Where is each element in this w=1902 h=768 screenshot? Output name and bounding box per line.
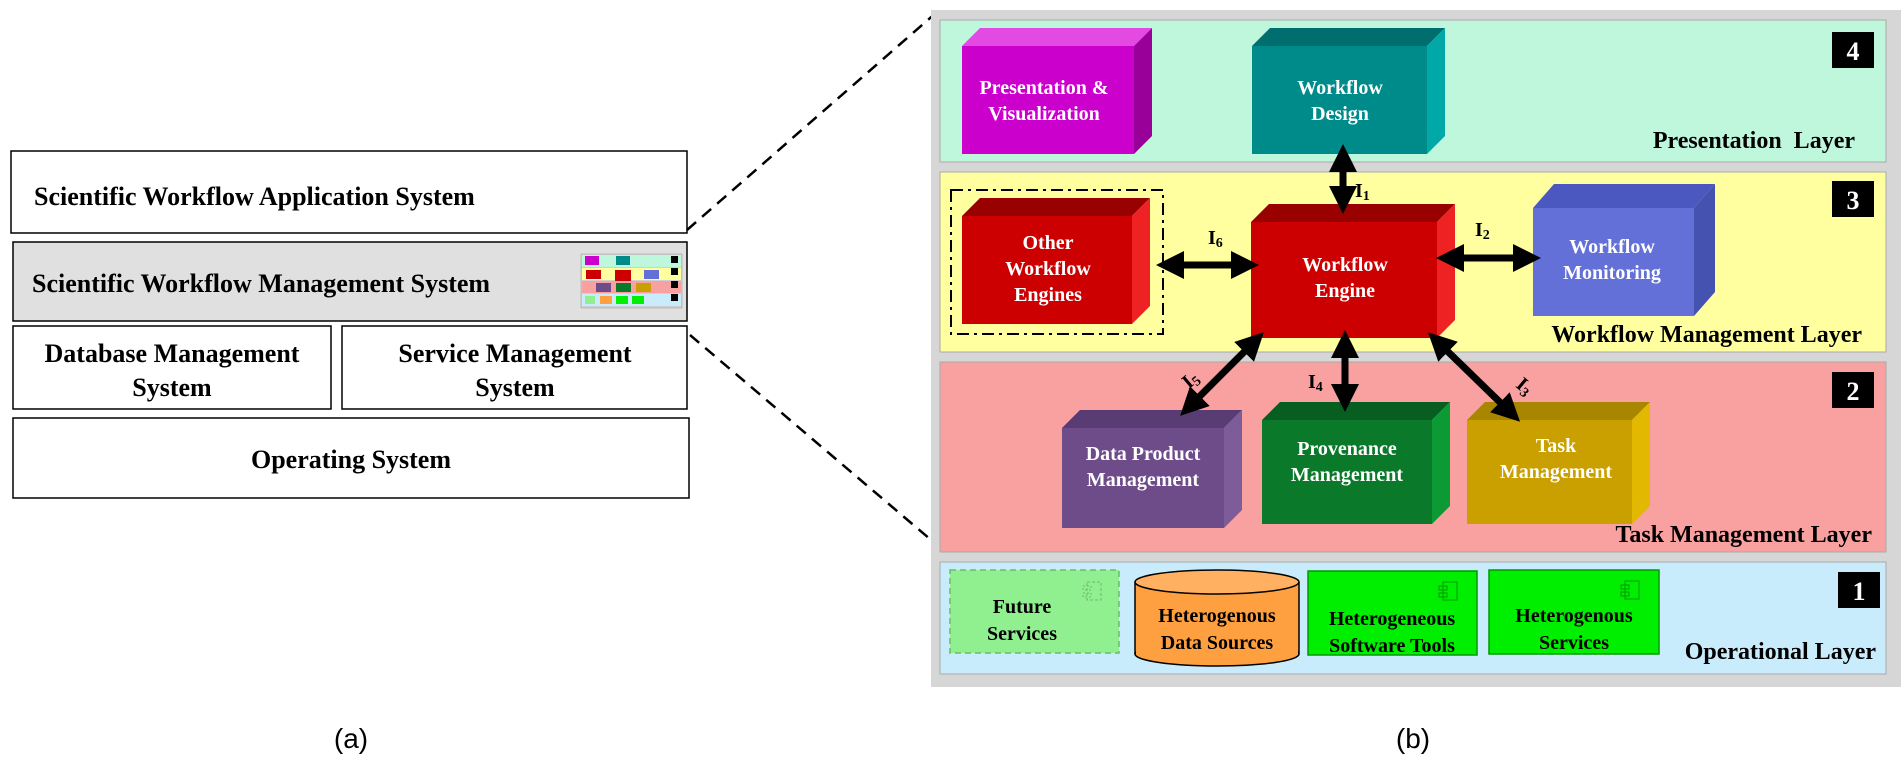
operational-layer-label: Operational Layer <box>1685 639 1877 665</box>
task-management-layer-label: Task Management Layer <box>1616 522 1873 548</box>
svg-text:Software Tools: Software Tools <box>1329 635 1455 657</box>
label-i2: I2 <box>1475 219 1490 243</box>
label-i4: I4 <box>1308 371 1323 395</box>
task-management-block: Task Management <box>1467 402 1650 524</box>
svg-text:Heterogenous: Heterogenous <box>1158 605 1276 627</box>
svg-text:Management: Management <box>1500 461 1613 483</box>
svg-text:Data Sources: Data Sources <box>1161 632 1274 654</box>
svg-text:Heterogenous: Heterogenous <box>1515 605 1633 627</box>
arrow-i3 <box>1427 332 1521 422</box>
caption-a: (a) <box>334 723 368 754</box>
application-system-label: Scientific Workflow Application System <box>34 182 475 211</box>
svg-text:Monitoring: Monitoring <box>1563 262 1661 284</box>
architecture-diagram-b: 4 Presentation Layer 3 Workflow Manageme… <box>931 10 1901 687</box>
svg-text:Services: Services <box>1539 632 1609 654</box>
layer-2-badge <box>1832 372 1874 408</box>
workflow-engine-block: Workflow Engine <box>1251 204 1455 338</box>
svg-text:Workflow: Workflow <box>1297 77 1383 99</box>
management-system-label: Scientific Workflow Management System <box>32 269 490 298</box>
svg-text:Engine: Engine <box>1315 280 1375 302</box>
svg-text:Other: Other <box>1022 232 1073 254</box>
software-tools-box: Heterogeneous Software Tools <box>1307 570 1478 657</box>
svg-text:Provenance: Provenance <box>1297 438 1397 460</box>
svg-text:Management: Management <box>1087 469 1200 491</box>
database-management-label-2: System <box>132 373 212 402</box>
layer-3-badge <box>1832 181 1874 217</box>
service-management-label-1: Service Management <box>398 339 632 368</box>
service-management-box <box>341 325 688 410</box>
zoom-line-top <box>686 11 938 231</box>
operating-system-box <box>12 417 690 499</box>
workflow-design-block: Workflow Design <box>1252 28 1445 154</box>
svg-text:Engines: Engines <box>1014 284 1082 306</box>
other-workflow-engines-block: Other Workflow Engines <box>962 198 1150 324</box>
svg-text:Future: Future <box>993 596 1052 618</box>
provenance-management-block: Provenance Management <box>1262 402 1450 524</box>
layer-1-number: 1 <box>1853 577 1866 606</box>
layer-3-number: 3 <box>1847 186 1860 215</box>
layer-4-number: 4 <box>1847 37 1860 66</box>
svg-text:Task: Task <box>1536 435 1577 457</box>
svg-text:Workflow: Workflow <box>1569 236 1655 258</box>
application-system-box <box>10 150 688 234</box>
diagram-thumbnail <box>580 253 683 309</box>
svg-text:Services: Services <box>987 623 1057 645</box>
interface-arrows <box>1156 144 1541 422</box>
layer-2-number: 2 <box>1847 377 1860 406</box>
svg-text:Workflow: Workflow <box>1005 258 1091 280</box>
svg-text:Visualization: Visualization <box>988 103 1100 125</box>
layer-1-badge <box>1838 572 1880 608</box>
label-i6: I6 <box>1208 227 1223 251</box>
service-management-label-2: System <box>475 373 555 402</box>
label-i1: I1 <box>1355 180 1370 204</box>
caption-b: (b) <box>1396 723 1430 754</box>
svg-text:Data Product: Data Product <box>1086 443 1201 465</box>
database-management-box <box>12 325 332 410</box>
workflow-monitoring-block: Workflow Monitoring <box>1533 184 1715 316</box>
svg-text:Presentation &: Presentation & <box>979 77 1108 99</box>
zoom-line-bottom <box>689 334 938 546</box>
svg-text:Heterogeneous: Heterogeneous <box>1329 608 1455 630</box>
data-sources-cylinder: Heterogenous Data Sources <box>1134 569 1300 667</box>
data-product-management-block: Data Product Management <box>1062 410 1242 528</box>
svg-text:Design: Design <box>1311 103 1369 125</box>
svg-text:Management: Management <box>1291 464 1404 486</box>
management-system-box <box>12 241 688 322</box>
presentation-layer-label: Presentation Layer <box>1653 128 1856 154</box>
operating-system-label: Operating System <box>251 445 451 474</box>
workflow-management-layer-label: Workflow Management Layer <box>1551 322 1862 348</box>
layer-4-badge <box>1832 32 1874 68</box>
presentation-visualization-block: Presentation & Visualization <box>962 28 1152 154</box>
arrow-i5 <box>1180 332 1264 416</box>
svg-text:Workflow: Workflow <box>1302 254 1388 276</box>
database-management-label-1: Database Management <box>45 339 300 368</box>
future-services-box: Future Services <box>949 569 1120 654</box>
services-box: Heterogenous Services <box>1488 569 1660 655</box>
stack-diagram-a: Scientific Workflow Application System S… <box>10 150 690 499</box>
